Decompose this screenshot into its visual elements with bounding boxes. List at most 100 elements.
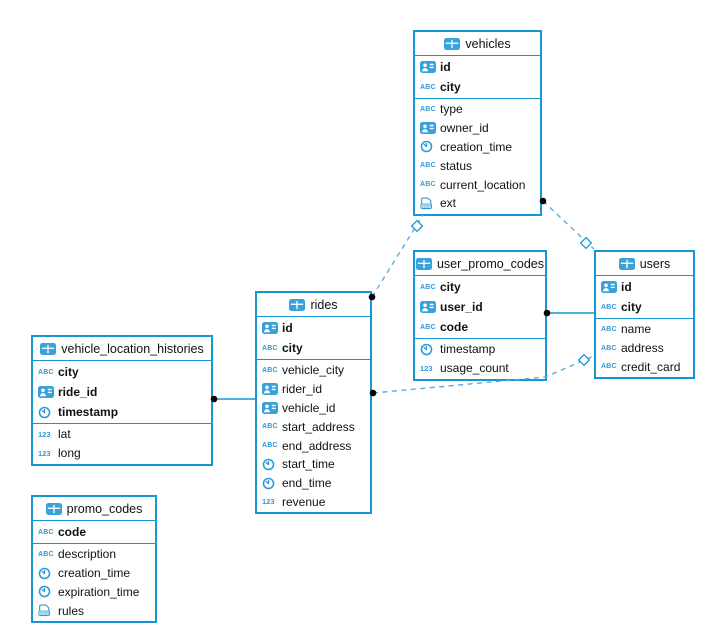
column-row[interactable]: id [415, 57, 540, 77]
column-row[interactable]: 123 lat [33, 425, 211, 444]
text-icon: ABC [262, 366, 278, 374]
column-name: lat [58, 427, 71, 442]
number-icon: 123 [420, 363, 433, 373]
text-icon: ABC [601, 344, 617, 352]
column-row[interactable]: creation_time [33, 564, 155, 583]
text-icon: ABC [420, 83, 436, 91]
column-row[interactable]: creation_time [415, 138, 540, 157]
column-name: start_address [282, 419, 355, 434]
table-header[interactable]: vehicle_location_histories [33, 337, 211, 361]
number-icon: 123 [38, 429, 51, 439]
column-name: name [621, 322, 652, 337]
column-row[interactable]: ride_id [33, 382, 211, 402]
column-name: usage_count [440, 361, 509, 376]
id-badge-icon [262, 401, 279, 414]
id-badge-icon [601, 281, 618, 293]
column-name: revenue [282, 494, 326, 509]
column-row[interactable]: ABC type [415, 100, 540, 119]
column-row[interactable]: ABC address [596, 339, 693, 358]
column-name: current_location [440, 177, 526, 192]
column-row[interactable]: ABC city [257, 338, 370, 358]
column-row[interactable]: ABC city [415, 77, 540, 97]
id-badge-icon [420, 61, 437, 73]
table-vehicles[interactable]: vehicles id ABC city ABC type owner_id [413, 30, 542, 216]
table-vehicle-location-histories[interactable]: vehicle_location_histories ABC city ride… [31, 335, 213, 466]
table-user-promo-codes[interactable]: user_promo_codes ABC city user_id ABC co… [413, 250, 547, 381]
column-row[interactable]: vehicle_id [257, 399, 370, 418]
text-icon: ABC [420, 323, 436, 331]
column-row[interactable]: 123 usage_count [415, 359, 545, 378]
table-rides[interactable]: rides id ABC city ABC vehicle_city rider… [255, 291, 372, 515]
column-name: ride_id [58, 385, 98, 399]
column-name: start_time [282, 457, 335, 472]
json-icon: JSON [420, 197, 437, 210]
id-badge-icon [38, 386, 55, 398]
column-name: credit_card [621, 359, 681, 374]
column-name: long [58, 446, 81, 461]
id-badge-icon [262, 383, 279, 396]
column-row[interactable]: ABC current_location [415, 175, 540, 194]
column-name: timestamp [440, 342, 496, 357]
column-row[interactable]: start_time [257, 455, 370, 474]
text-icon: ABC [420, 105, 436, 113]
relationship-user-promo-codes-users[interactable] [543, 309, 594, 317]
column-row[interactable]: id [596, 277, 693, 297]
text-icon: ABC [38, 550, 54, 558]
table-header[interactable]: user_promo_codes [415, 252, 545, 276]
column-row[interactable]: ABC code [33, 522, 155, 542]
column-name: rider_id [282, 382, 323, 397]
column-row[interactable]: owner_id [415, 119, 540, 138]
column-row[interactable]: id [257, 318, 370, 338]
relationship-diamond-marker [579, 236, 593, 250]
column-name: end_time [282, 476, 332, 491]
column-row[interactable]: ABC name [596, 320, 693, 339]
column-row[interactable]: ABC city [33, 362, 211, 382]
column-name: id [621, 280, 632, 294]
column-row[interactable]: ABC credit_card [596, 358, 693, 377]
table-header[interactable]: users [596, 252, 693, 276]
relationship-vehicle-location-histories-rides[interactable] [210, 395, 255, 403]
table-header[interactable]: vehicles [415, 32, 540, 56]
column-row[interactable]: ABC start_address [257, 417, 370, 436]
column-row[interactable]: JSON ext [415, 194, 540, 213]
column-row[interactable]: ABC city [596, 297, 693, 317]
column-row[interactable]: user_id [415, 297, 545, 317]
column-row[interactable]: 123 long [33, 444, 211, 463]
column-row[interactable]: ABC code [415, 317, 545, 337]
column-row[interactable]: ABC status [415, 156, 540, 175]
column-row[interactable]: ABC end_address [257, 436, 370, 455]
text-icon: ABC [601, 303, 617, 311]
column-name: code [440, 320, 469, 334]
table-header[interactable]: rides [257, 293, 370, 317]
table-promo-codes[interactable]: promo_codes ABC code ABC description cre… [31, 495, 157, 624]
text-icon: ABC [262, 442, 278, 450]
column-row[interactable]: ABC city [415, 277, 545, 297]
relationship-vehicles-users[interactable] [539, 197, 595, 250]
column-row[interactable]: rider_id [257, 380, 370, 399]
table-title: promo_codes [66, 501, 143, 516]
column-row[interactable]: 123 revenue [257, 493, 370, 512]
table-users[interactable]: users id ABC city ABC name ABC address A… [594, 250, 695, 380]
column-name: city [282, 341, 303, 355]
table-header[interactable]: promo_codes [33, 497, 155, 521]
table-icon [40, 342, 57, 355]
column-row[interactable]: ABC description [33, 545, 155, 564]
column-row[interactable]: end_time [257, 474, 370, 493]
column-name: city [621, 300, 642, 314]
column-name: code [58, 525, 87, 539]
table-icon [45, 502, 62, 515]
clock-icon [262, 477, 279, 490]
column-row[interactable]: timestamp [33, 402, 211, 422]
relationship-diamond-marker [410, 219, 424, 233]
column-row[interactable]: expiration_time [33, 583, 155, 602]
column-row[interactable]: ABC vehicle_city [257, 361, 370, 380]
table-icon [415, 257, 432, 270]
column-row[interactable]: JSON rules [33, 601, 155, 620]
column-row[interactable]: timestamp [415, 340, 545, 359]
column-name: type [440, 102, 463, 117]
text-icon: ABC [420, 181, 436, 189]
clock-icon [420, 140, 437, 153]
column-name: city [440, 280, 461, 294]
table-icon [289, 298, 306, 311]
